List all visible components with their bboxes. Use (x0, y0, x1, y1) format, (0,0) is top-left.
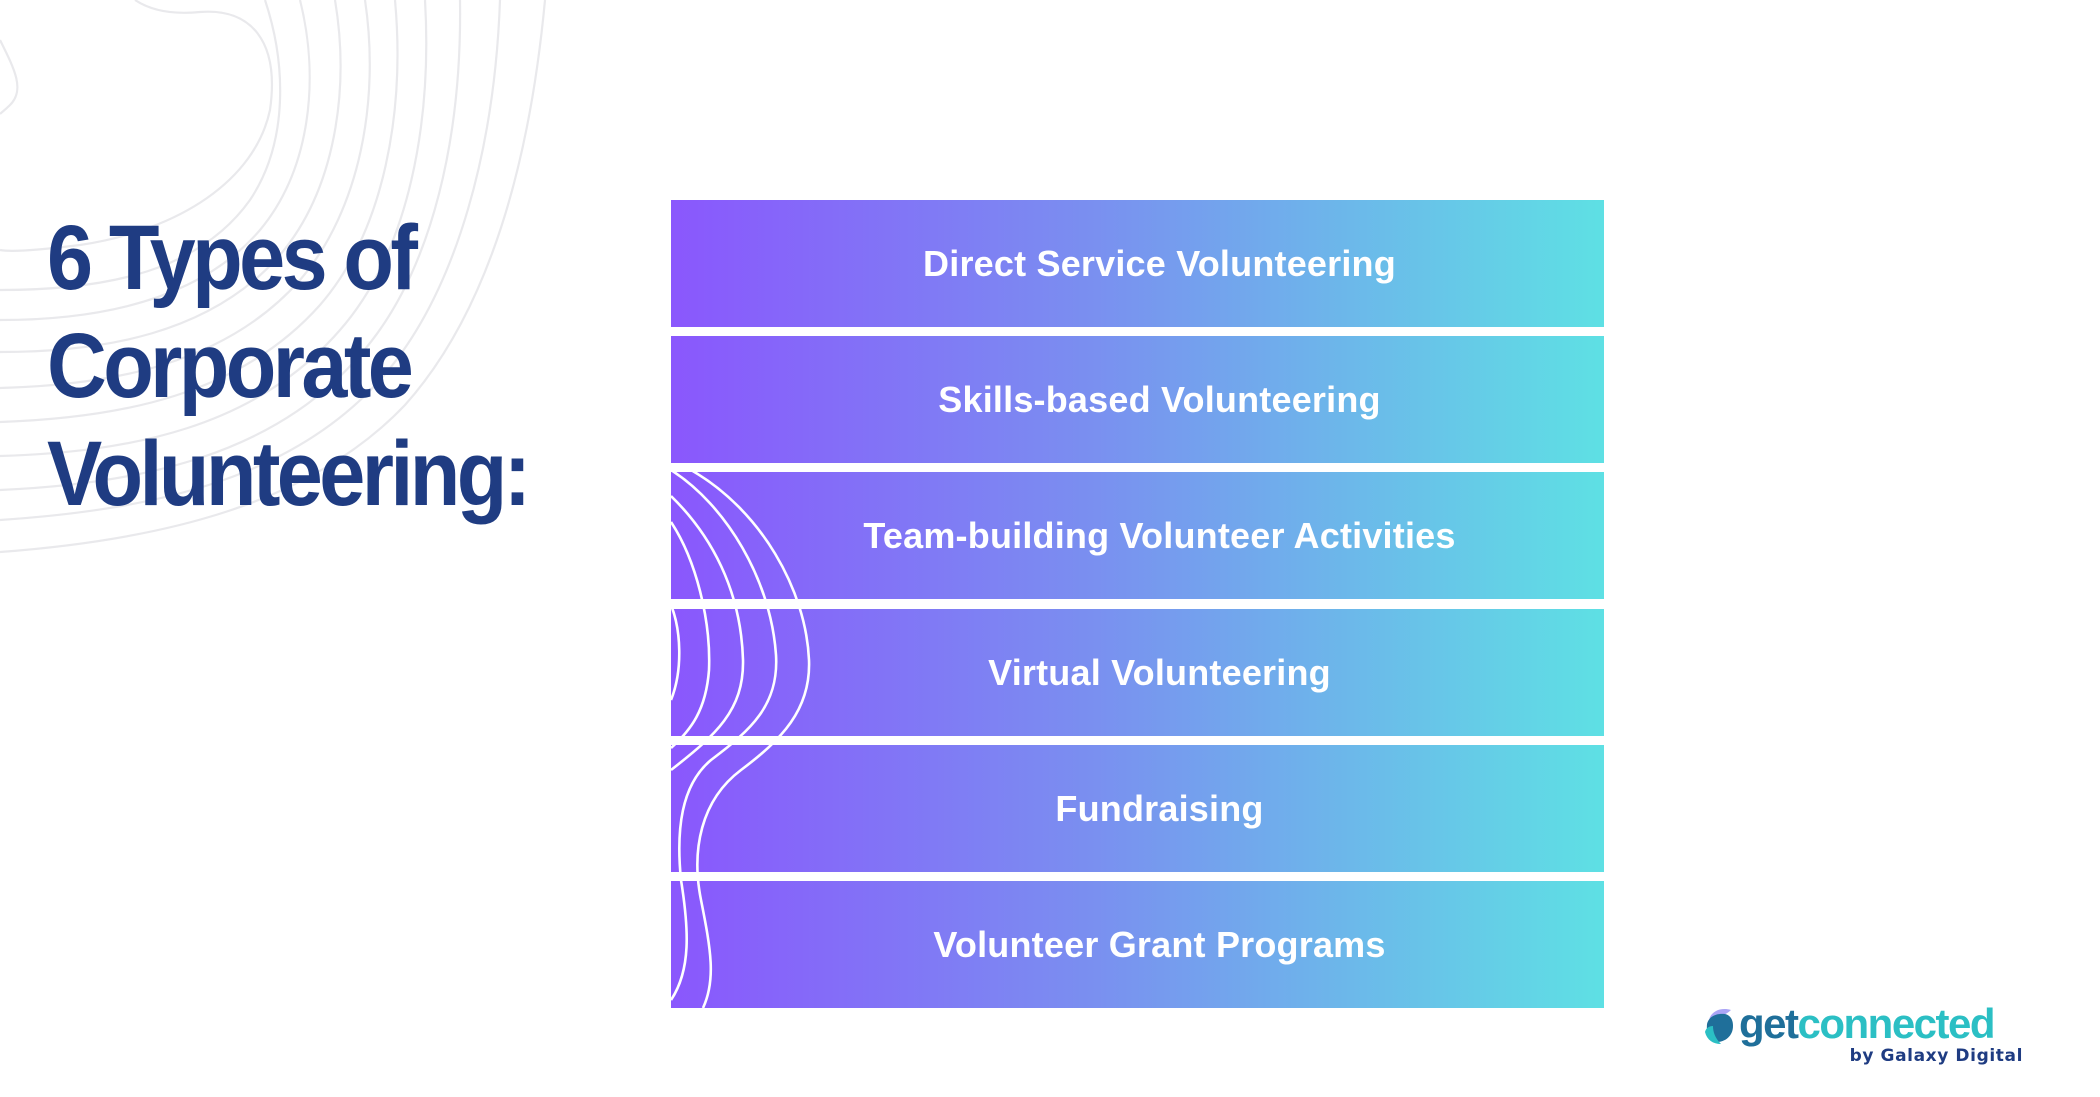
getconnected-logo: getconnected by Galaxy Digital (1703, 1000, 2033, 1068)
list-item-label: Fundraising (1055, 787, 1264, 829)
list-item-label: Virtual Volunteering (988, 651, 1331, 693)
title-line-1: 6 Types of (47, 207, 418, 309)
list-item-label: Skills-based Volunteering (938, 378, 1381, 420)
logo-get-text: get (1739, 1000, 1799, 1047)
logo-wordmark: getconnected (1739, 1000, 1996, 1048)
list-item-team-building: Team-building Volunteer Activities (671, 472, 1604, 599)
galaxy-digital-logo-icon (1705, 1009, 1733, 1044)
logo-tagline: by Galaxy Digital (1849, 1046, 2023, 1066)
list-item-volunteer-grant: Volunteer Grant Programs (671, 881, 1604, 1008)
title-line-2: Corporate (47, 315, 414, 417)
list-item-label: Team-building Volunteer Activities (863, 514, 1456, 556)
list-item-skills-based: Skills-based Volunteering (671, 336, 1604, 463)
page-title: 6 Types of Corporate Volunteering: (47, 204, 531, 528)
volunteering-types-list: Direct Service Volunteering Skills-based… (671, 200, 1604, 1008)
list-item-label: Volunteer Grant Programs (933, 923, 1386, 965)
logo-connected-text: connected (1797, 1000, 1996, 1047)
list-item-label: Direct Service Volunteering (923, 242, 1396, 284)
list-item-direct-service: Direct Service Volunteering (671, 200, 1604, 327)
list-item-fundraising: Fundraising (671, 745, 1604, 872)
title-line-3: Volunteering: (47, 423, 531, 525)
list-item-virtual: Virtual Volunteering (671, 609, 1604, 736)
